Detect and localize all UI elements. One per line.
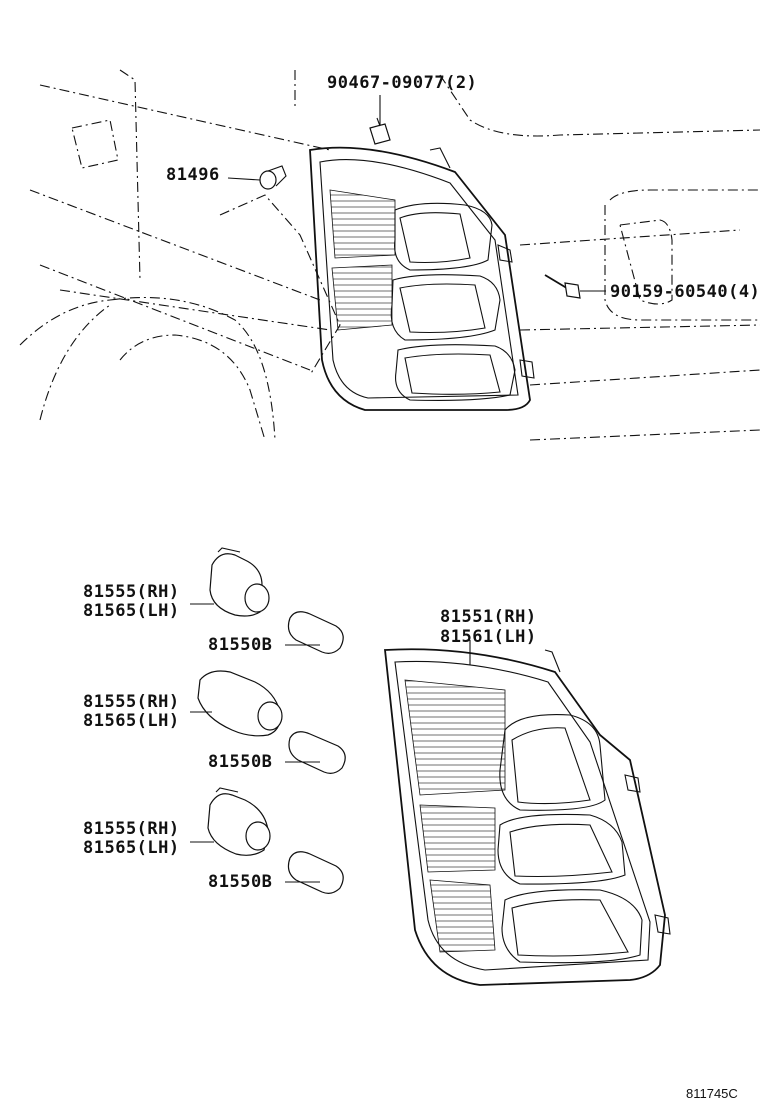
label-socket2-rh: 81555(RH)	[83, 692, 180, 712]
label-clip: 90467-09077(2)	[327, 73, 477, 93]
socket-2	[190, 670, 283, 737]
label-socket1-lh: 81565(LH)	[83, 601, 180, 621]
drawing-reference: 811745C	[686, 1086, 738, 1101]
label-screw: 90159-60540(4)	[610, 282, 760, 302]
label-socket3-rh: 81555(RH)	[83, 819, 180, 839]
label-bulb1: 81550B	[208, 635, 272, 655]
bulb-1	[285, 611, 344, 654]
socket-1	[190, 547, 270, 617]
lamp-assembly-exploded	[384, 640, 671, 986]
clip-part	[369, 95, 391, 145]
label-socket2-lh: 81565(LH)	[83, 711, 180, 731]
label-bulb2: 81550B	[208, 752, 272, 772]
bulb-3	[285, 851, 344, 894]
vehicle-body-outline	[19, 69, 760, 441]
label-socket1-rh: 81555(RH)	[83, 582, 180, 602]
label-grommet: 81496	[166, 165, 220, 185]
assembled-lamp-top	[309, 146, 535, 411]
label-lamp-lh: 81561(LH)	[440, 627, 537, 647]
grommet-part	[227, 165, 287, 190]
bulb-2	[285, 731, 346, 774]
socket-3	[190, 787, 271, 856]
label-lamp-rh: 81551(RH)	[440, 607, 537, 627]
label-bulb3: 81550B	[208, 872, 272, 892]
screw-part	[544, 274, 606, 299]
label-socket3-lh: 81565(LH)	[83, 838, 180, 858]
